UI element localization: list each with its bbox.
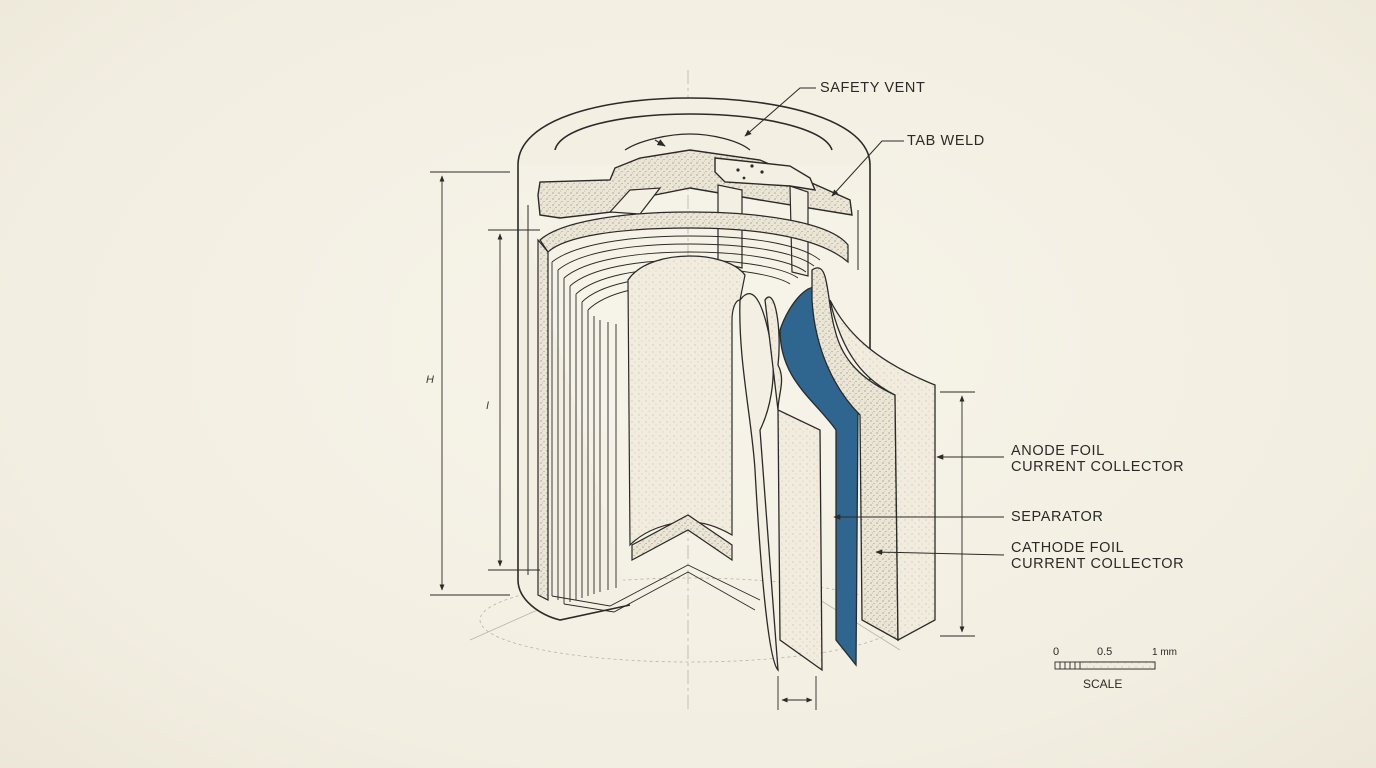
label-anode-line1: ANODE FOIL xyxy=(1011,443,1105,459)
dimension-height-symbol: H xyxy=(426,374,434,386)
scale-tick-mid: 0.5 xyxy=(1097,646,1113,658)
label-anode-foil: ANODE FOIL CURRENT COLLECTOR xyxy=(1011,443,1184,475)
label-cathode-line1: CATHODE FOIL xyxy=(1011,540,1125,556)
unrolled-sheets xyxy=(739,267,936,672)
leader-lines xyxy=(744,87,1005,556)
label-separator: SEPARATOR xyxy=(1011,509,1104,525)
insulator-ring xyxy=(537,211,849,601)
label-anode-line2: CURRENT COLLECTOR xyxy=(1011,459,1185,475)
label-safety-vent: SAFETY VENT xyxy=(820,80,926,96)
cap-assembly xyxy=(537,133,853,277)
dimension-inner-symbol: I xyxy=(486,400,490,412)
scale-caption: SCALE xyxy=(1083,677,1123,691)
scale-bar xyxy=(1054,661,1156,670)
label-cathode-foil: CATHODE FOIL CURRENT COLLECTOR xyxy=(1011,540,1184,572)
center-core xyxy=(627,255,746,562)
scale-tick-end: 1 mm xyxy=(1152,647,1177,658)
label-cathode-line2: CURRENT COLLECTOR xyxy=(1011,556,1185,572)
scale-tick-0: 0 xyxy=(1053,646,1060,658)
label-tab-weld: TAB WELD xyxy=(907,133,985,149)
dimension-lines xyxy=(430,171,975,710)
